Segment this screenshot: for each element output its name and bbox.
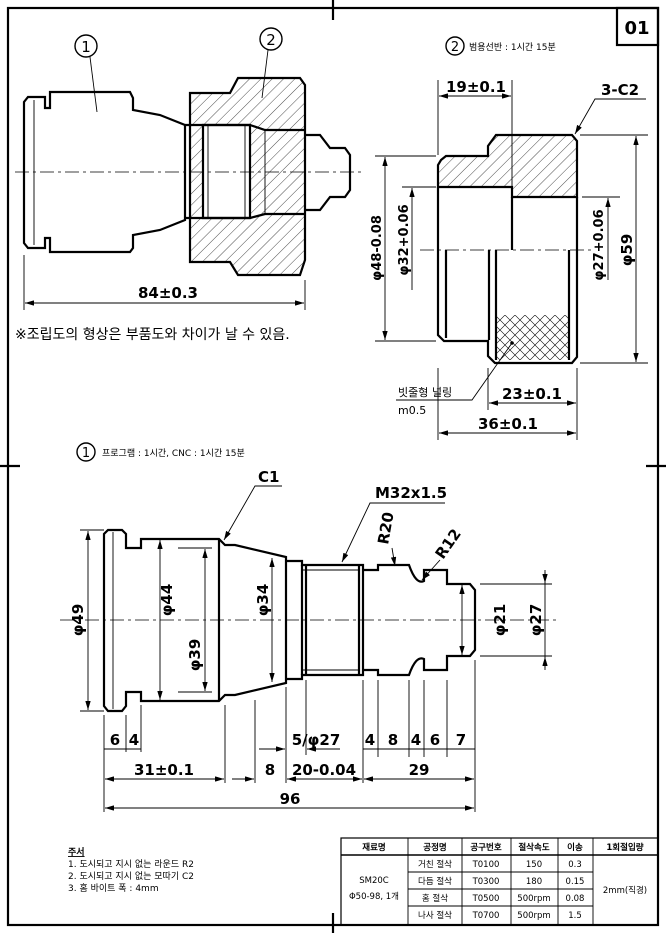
dim-d32: φ32+0.06 (397, 204, 412, 275)
dim-96: 96 (280, 790, 301, 808)
dim-4b: 4 (365, 731, 375, 749)
assembly-part1 (22, 90, 187, 254)
dim-19: 19±0.1 (446, 78, 506, 96)
dim-r20: R20 (374, 511, 397, 546)
dim-d27: φ27+0.06 (592, 209, 607, 280)
sheet-number-box: 01 (615, 6, 660, 47)
dim-8b: 8 (265, 761, 275, 779)
dim-6a: 6 (110, 731, 120, 749)
table-header: 이송 (567, 842, 583, 853)
notes: 주서 1. 도시되고 지시 없는 라운드 R2 2. 도시되고 지시 없는 모따… (68, 846, 194, 894)
dim-d21: φ21 (491, 604, 509, 637)
table-cell: 500rpm (517, 894, 550, 904)
assembly-note: ※조립도의 형상은 부품도와 차이가 날 수 있음. (15, 327, 290, 343)
table-cell: 2 (266, 31, 276, 49)
dim-20: 20-0.04 (292, 761, 356, 779)
table-cell: 0.08 (566, 894, 585, 904)
table-header: 절삭속도 (518, 842, 549, 853)
material-name: SM20C (359, 876, 389, 886)
table-header: 1회절입량 (606, 842, 643, 853)
table-row: 나사 절삭 T0700 500rpm 1.5 (418, 910, 582, 921)
part1-balloon: 1 (82, 446, 90, 461)
table-row: 홈 절삭 T0500 500rpm 0.08 (422, 893, 585, 904)
dim-23: 23±0.1 (502, 385, 562, 403)
table-cell: 0.15 (566, 877, 585, 887)
part2-balloon: 2 (451, 40, 459, 55)
note-item: 1. 도시되고 지시 없는 라운드 R2 (68, 859, 194, 870)
dim-d34: φ34 (254, 584, 272, 617)
table-cell: 0.3 (568, 860, 582, 870)
part1-title: 프로그램 : 1시간, CNC : 1시간 15분 (102, 447, 245, 459)
table-header: 공구번호 (470, 842, 501, 853)
table-cell: T0500 (472, 894, 500, 904)
table-cell: T0300 (472, 877, 500, 887)
knurl-area (496, 315, 569, 360)
dim-c1: C1 (258, 468, 279, 486)
dim-groove: 5/φ27 (292, 731, 341, 749)
dim-8a: 8 (388, 731, 398, 749)
dim-chamfer: 3-C2 (601, 81, 639, 99)
sheet-number: 01 (624, 18, 649, 39)
dim-d48: φ48-0.08 (370, 215, 385, 281)
cut-depth: 2mm(직경) (603, 885, 647, 896)
dim-r12: R12 (432, 525, 465, 562)
dim-29: 29 (409, 761, 430, 779)
dim-7: 7 (456, 731, 466, 749)
part2-title: 범용선반 : 1시간 15분 (469, 42, 556, 53)
table-cell: T0100 (472, 860, 500, 870)
note-item: 3. 홈 바이트 폭 : 4mm (68, 882, 159, 894)
table-header: 재료명 (362, 842, 385, 853)
part1-detail: 1 프로그램 : 1시간, CNC : 1시간 15분 C1 M32x1.5 R… (60, 442, 560, 812)
table-cell: 180 (526, 877, 542, 887)
dim-6b: 6 (430, 731, 440, 749)
material-size: Φ50-98, 1개 (349, 891, 399, 902)
process-table: 재료명 공정명 공구번호 절삭속도 이송 1회절입량 SM20C Φ50-98,… (340, 837, 659, 926)
dim-d39: φ39 (186, 639, 204, 672)
note-item: 2. 도시되고 지시 없는 모따기 C2 (68, 871, 194, 882)
notes-title: 주서 (68, 846, 85, 858)
dim-d44: φ44 (158, 584, 176, 617)
dim-4a: 4 (129, 731, 139, 749)
dim-d59: φ59 (618, 234, 636, 267)
table-cell: 1 (81, 38, 91, 56)
dim-36: 36±0.1 (478, 415, 538, 433)
balloon-1: 1 (74, 34, 98, 113)
table-row: 거친 절삭 T0100 150 0.3 (418, 859, 582, 870)
dim-31: 31±0.1 (134, 761, 194, 779)
assembly-view: 1 2 84±0.3 ※조립도의 형상은 부품도와 차이가 날 수 있음. (15, 27, 365, 343)
table-cell: 홈 절삭 (422, 893, 448, 904)
assembly-part2 (188, 76, 307, 277)
dim-d27: φ27 (527, 604, 545, 637)
table-cell: T0700 (472, 911, 500, 921)
table-cell: 1.5 (568, 911, 582, 921)
balloon-2: 2 (259, 27, 283, 99)
dim-d49: φ49 (69, 604, 87, 637)
table-cell: 나사 절삭 (418, 910, 452, 921)
table-cell: 150 (526, 860, 542, 870)
table-row: 다듬 절삭 T0300 180 0.15 (418, 876, 584, 887)
knurl-module: m0.5 (398, 404, 426, 417)
dim-thread: M32x1.5 (375, 484, 447, 502)
dim-assembly-length: 84±0.3 (138, 284, 198, 302)
dim-4c: 4 (411, 731, 421, 749)
table-cell: 거친 절삭 (418, 859, 452, 870)
part2-detail: 2 범용선반 : 1시간 15분 19±0.1 3-C2 φ59 φ27+0.0… (370, 36, 648, 440)
table-cell: 500rpm (517, 911, 550, 921)
table-header: 공정명 (423, 842, 446, 853)
knurl-label: 빗줄형 널링 (398, 386, 452, 399)
table-cell: 다듬 절삭 (418, 876, 452, 887)
